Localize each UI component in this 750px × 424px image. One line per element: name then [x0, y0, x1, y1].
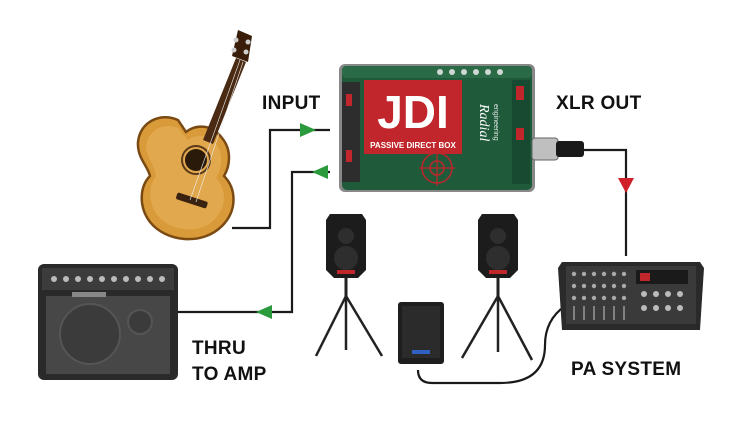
thru-arrow-bottom-icon: [256, 305, 272, 319]
device-brand: Radial: [476, 103, 491, 141]
subwoofer-icon: [398, 302, 444, 364]
acoustic-amp-icon: [38, 264, 178, 380]
pa-speaker-left-icon: [314, 214, 384, 357]
xlr-out-cable: [582, 148, 628, 256]
mixer-to-sub-cable: [416, 305, 566, 385]
thru-arrow-top-icon: [312, 165, 328, 179]
direct-box-device: JDI PASSIVE DIRECT BOX Radial engineerin…: [339, 64, 584, 192]
device-subtitle: PASSIVE DIRECT BOX: [370, 141, 456, 150]
pa-speaker-right-icon: [460, 214, 534, 361]
input-arrow-icon: [300, 123, 316, 137]
thru-to-amp-cable: [178, 170, 330, 314]
device-brand-sub: engineering: [492, 104, 499, 141]
input-label: INPUT: [262, 93, 321, 114]
guitar-to-input-cable: [232, 128, 330, 230]
thru-label: THRU: [192, 338, 246, 359]
to-amp-label: TO AMP: [192, 364, 267, 385]
xlr-arrow-icon: [618, 178, 634, 193]
xlr-out-label: XLR OUT: [556, 93, 642, 114]
device-logo: JDI: [377, 86, 449, 138]
acoustic-guitar-icon: [136, 30, 252, 241]
powered-mixer-icon: [558, 262, 704, 330]
pa-system-label: PA SYSTEM: [571, 359, 682, 380]
